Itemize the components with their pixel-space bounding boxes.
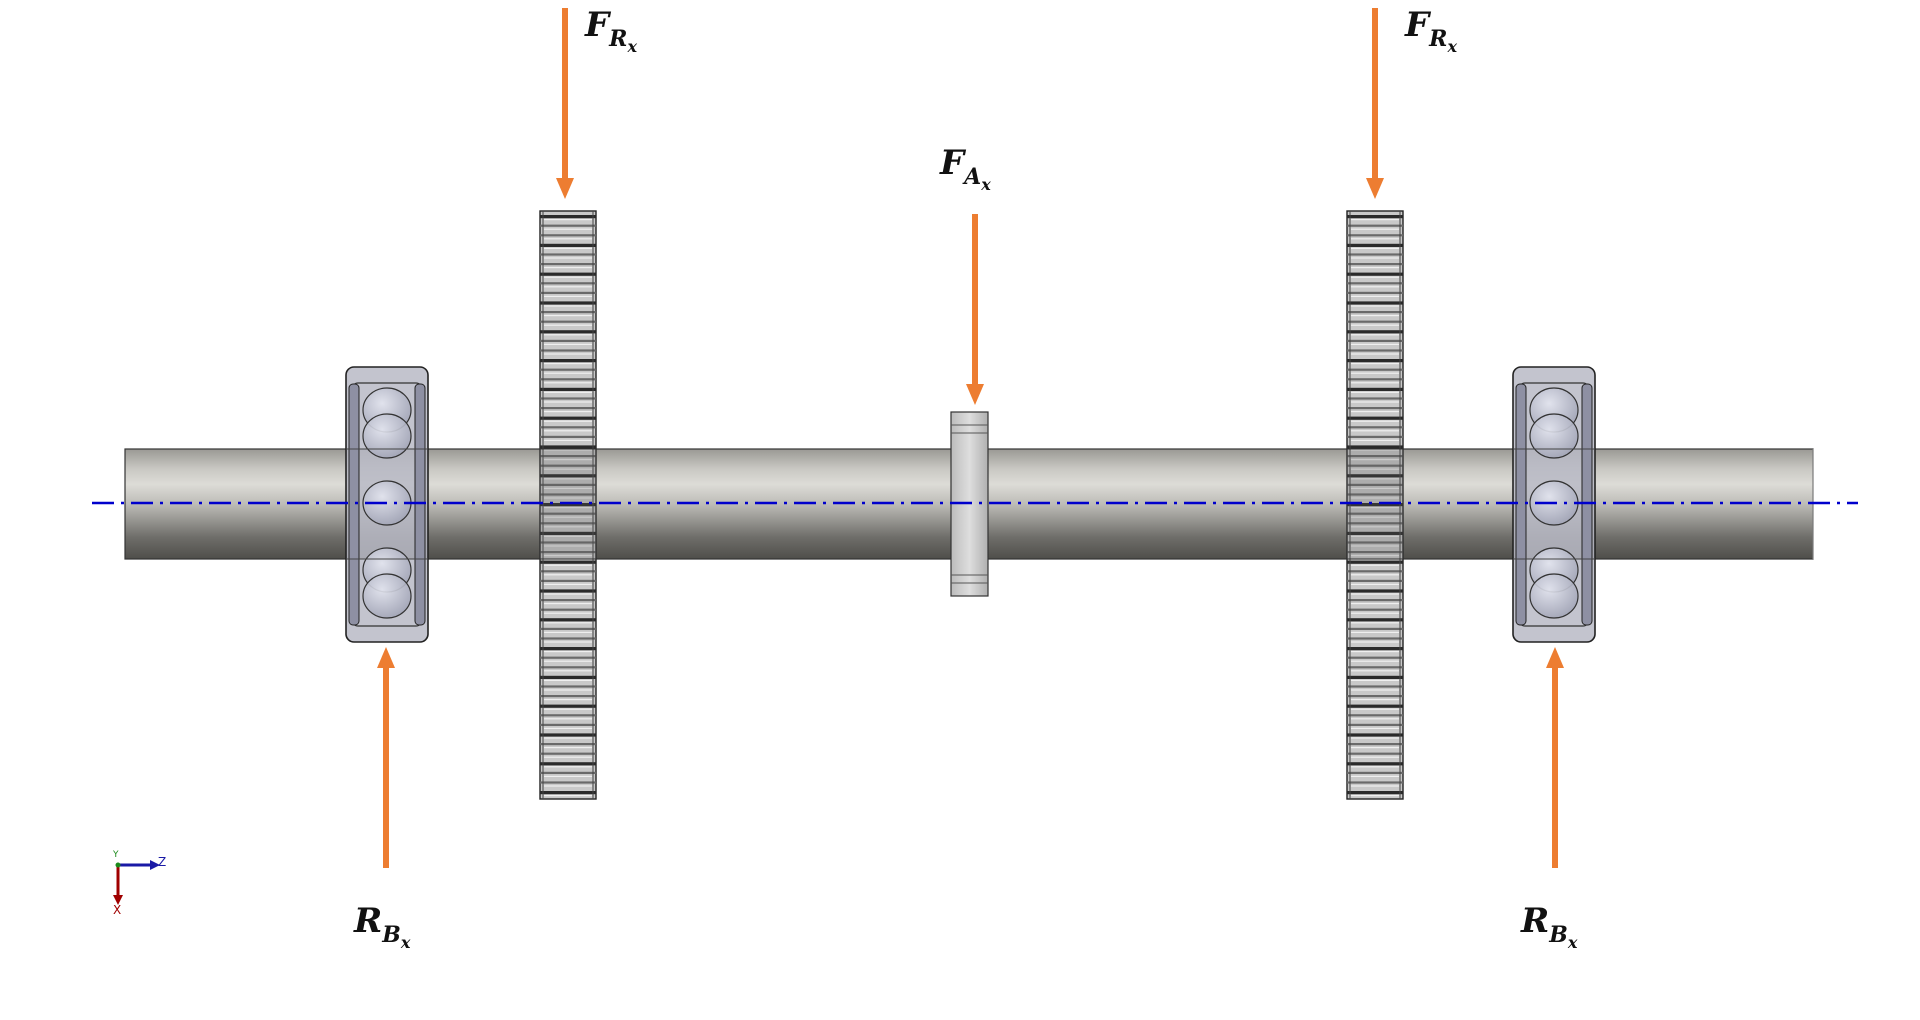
label-rb-right-sub: B [1549, 922, 1568, 948]
force-arrow-fr-right [1366, 8, 1384, 199]
bearing-left [345, 366, 429, 643]
force-arrow-fr-left [556, 8, 574, 199]
label-fr-left-main: F [585, 5, 610, 45]
label-fa: FAx [940, 143, 991, 193]
label-rb-right-subsub: x [1567, 933, 1578, 952]
label-fr-left-sub: R [609, 26, 628, 52]
label-rb-left-subsub: x [400, 933, 411, 952]
label-fr-right-subsub: x [1447, 37, 1457, 56]
label-fr-left: FRx [585, 5, 637, 55]
label-fa-subsub: x [981, 175, 991, 194]
label-fr-left-subsub: x [627, 37, 637, 56]
label-rb-left-main: R [354, 901, 383, 941]
gear-right [1346, 210, 1404, 800]
force-arrow-fa [966, 214, 984, 405]
label-rb-left-sub: B [382, 922, 401, 948]
label-fr-right: FRx [1405, 5, 1457, 55]
label-rb-left: RBx [354, 901, 410, 951]
triad-x-label: X [113, 903, 122, 917]
label-fr-right-main: F [1405, 5, 1430, 45]
force-arrow-rb-left [377, 647, 395, 868]
bearing-right [1512, 366, 1596, 643]
label-fr-right-sub: R [1429, 26, 1448, 52]
force-arrow-rb-right [1546, 647, 1564, 868]
triad-y-label: Y [113, 850, 119, 860]
label-fa-main: F [940, 143, 965, 183]
coordinate-triad-icon [113, 860, 160, 905]
gear-left [539, 210, 597, 800]
label-fa-sub: A [964, 164, 982, 190]
label-rb-right-main: R [1521, 901, 1550, 941]
triad-z-label: Z [158, 855, 167, 869]
label-rb-right: RBx [1521, 901, 1577, 951]
